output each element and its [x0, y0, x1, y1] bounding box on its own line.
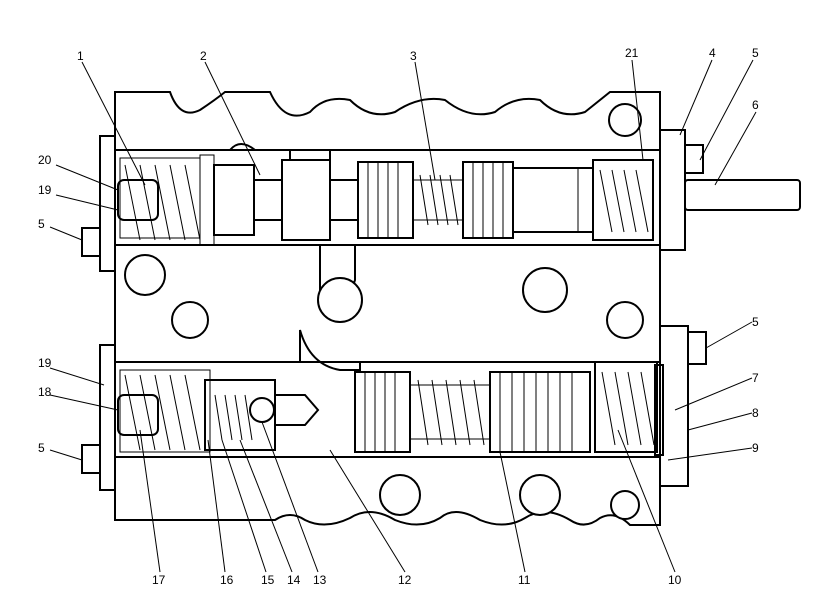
lower-spool	[117, 361, 664, 456]
callout-labels: 1 2 3 21 4 5 6 20 19 5 5 19 18 7 8 9 5 1…	[38, 46, 759, 587]
callout-21: 21	[625, 46, 639, 60]
callout-4: 4	[709, 46, 716, 60]
callout-5d: 5	[38, 441, 45, 455]
lower-bore	[114, 361, 661, 458]
callout-5a: 5	[752, 46, 759, 60]
callout-7: 7	[752, 371, 759, 385]
valve-body	[114, 91, 661, 526]
callout-2: 2	[200, 49, 207, 63]
leader-lines	[49, 59, 757, 573]
callout-5b: 5	[38, 217, 45, 231]
callout-19a: 19	[38, 183, 52, 197]
callout-14: 14	[287, 573, 301, 587]
upper-spool	[117, 154, 801, 246]
callout-8: 8	[752, 406, 759, 420]
callout-20: 20	[38, 153, 52, 167]
callout-16: 16	[220, 573, 234, 587]
callout-11: 11	[518, 573, 531, 587]
callout-12: 12	[398, 573, 412, 587]
callout-6: 6	[752, 98, 759, 112]
callout-18: 18	[38, 385, 52, 399]
callout-19b: 19	[38, 356, 52, 370]
callout-10: 10	[668, 573, 682, 587]
callout-5c: 5	[752, 315, 759, 329]
left-cover-plates	[81, 135, 116, 491]
callout-17: 17	[152, 573, 166, 587]
cross-passage	[299, 244, 363, 371]
right-cover-plates	[659, 129, 707, 487]
callout-1: 1	[77, 49, 84, 63]
callout-13: 13	[313, 573, 327, 587]
callout-3: 3	[410, 49, 417, 63]
callout-15: 15	[261, 573, 275, 587]
callout-9: 9	[752, 441, 759, 455]
cored-holes	[124, 103, 644, 520]
